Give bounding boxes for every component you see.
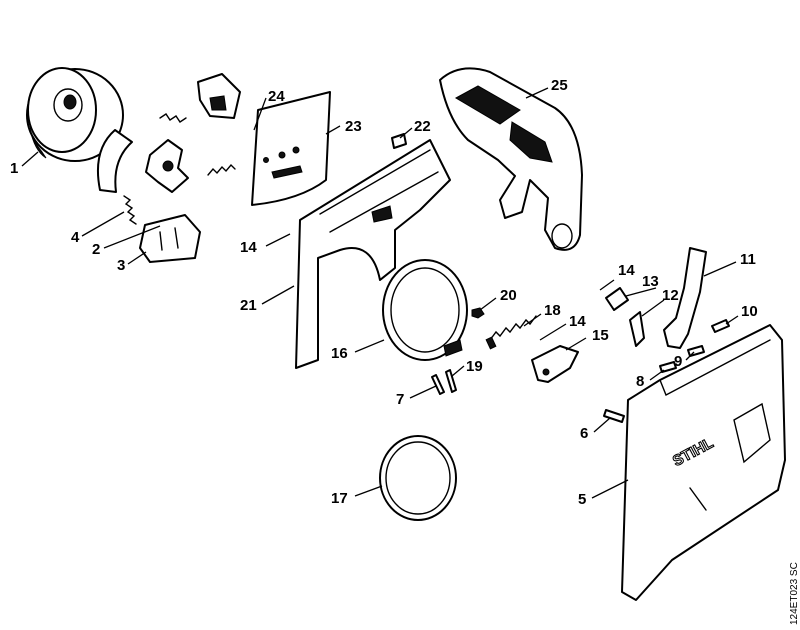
part-clutch-shoe [96, 129, 133, 193]
part-clutch-shoe-lower [139, 214, 201, 263]
label-14-left: 14 [240, 239, 257, 256]
leader-lines [21, 87, 739, 499]
label-1: 1 [10, 160, 18, 177]
label-11: 11 [740, 251, 756, 268]
label-13: 13 [642, 273, 659, 290]
part-clutch-carrier [145, 139, 189, 193]
part-pin-6 [603, 409, 625, 423]
part-clutch-shoe-top [197, 73, 241, 119]
part-sprocket-cover: STIHL [621, 324, 786, 601]
label-25: 25 [551, 77, 568, 94]
label-5: 5 [578, 491, 586, 508]
part-link [629, 311, 645, 347]
label-22: 22 [414, 118, 431, 135]
label-14-top: 14 [618, 262, 635, 279]
label-2: 2 [92, 241, 100, 258]
label-7: 7 [396, 391, 404, 408]
label-21: 21 [240, 297, 257, 314]
label-19: 19 [466, 358, 483, 375]
part-clutch-drum [26, 67, 124, 162]
label-9: 9 [674, 353, 682, 370]
part-spring-right [207, 163, 236, 176]
label-6: 6 [580, 425, 588, 442]
drawing-code: 124ET023 SC [789, 562, 800, 625]
part-spring-top [159, 113, 187, 123]
label-10: 10 [741, 303, 758, 320]
label-3: 3 [117, 257, 125, 274]
label-12: 12 [662, 287, 679, 304]
part-screw [391, 133, 407, 149]
label-15: 15 [592, 327, 609, 344]
part-guide-plate [251, 91, 331, 206]
part-ring [379, 435, 457, 521]
part-brake-lever [663, 247, 707, 349]
label-24: 24 [268, 88, 285, 105]
label-16: 16 [331, 345, 348, 362]
part-cover-frame [295, 139, 451, 369]
part-pins [431, 369, 457, 395]
part-number-labels: 1 2 3 4 5 6 7 8 9 10 11 12 13 14 14 14 1… [10, 77, 758, 508]
label-23: 23 [345, 118, 362, 135]
label-20: 20 [500, 287, 517, 304]
part-washer [605, 287, 629, 311]
label-17: 17 [331, 490, 348, 507]
label-4: 4 [71, 229, 80, 246]
part-brake-band [382, 259, 468, 361]
part-tension-spring [485, 315, 537, 350]
part-hand-guard [439, 67, 583, 251]
label-18: 18 [544, 302, 561, 319]
part-nut [471, 307, 485, 319]
part-lever [531, 345, 579, 383]
label-8: 8 [636, 373, 644, 390]
part-clutch-spring-left [123, 195, 137, 225]
label-14-mid: 14 [569, 313, 586, 330]
